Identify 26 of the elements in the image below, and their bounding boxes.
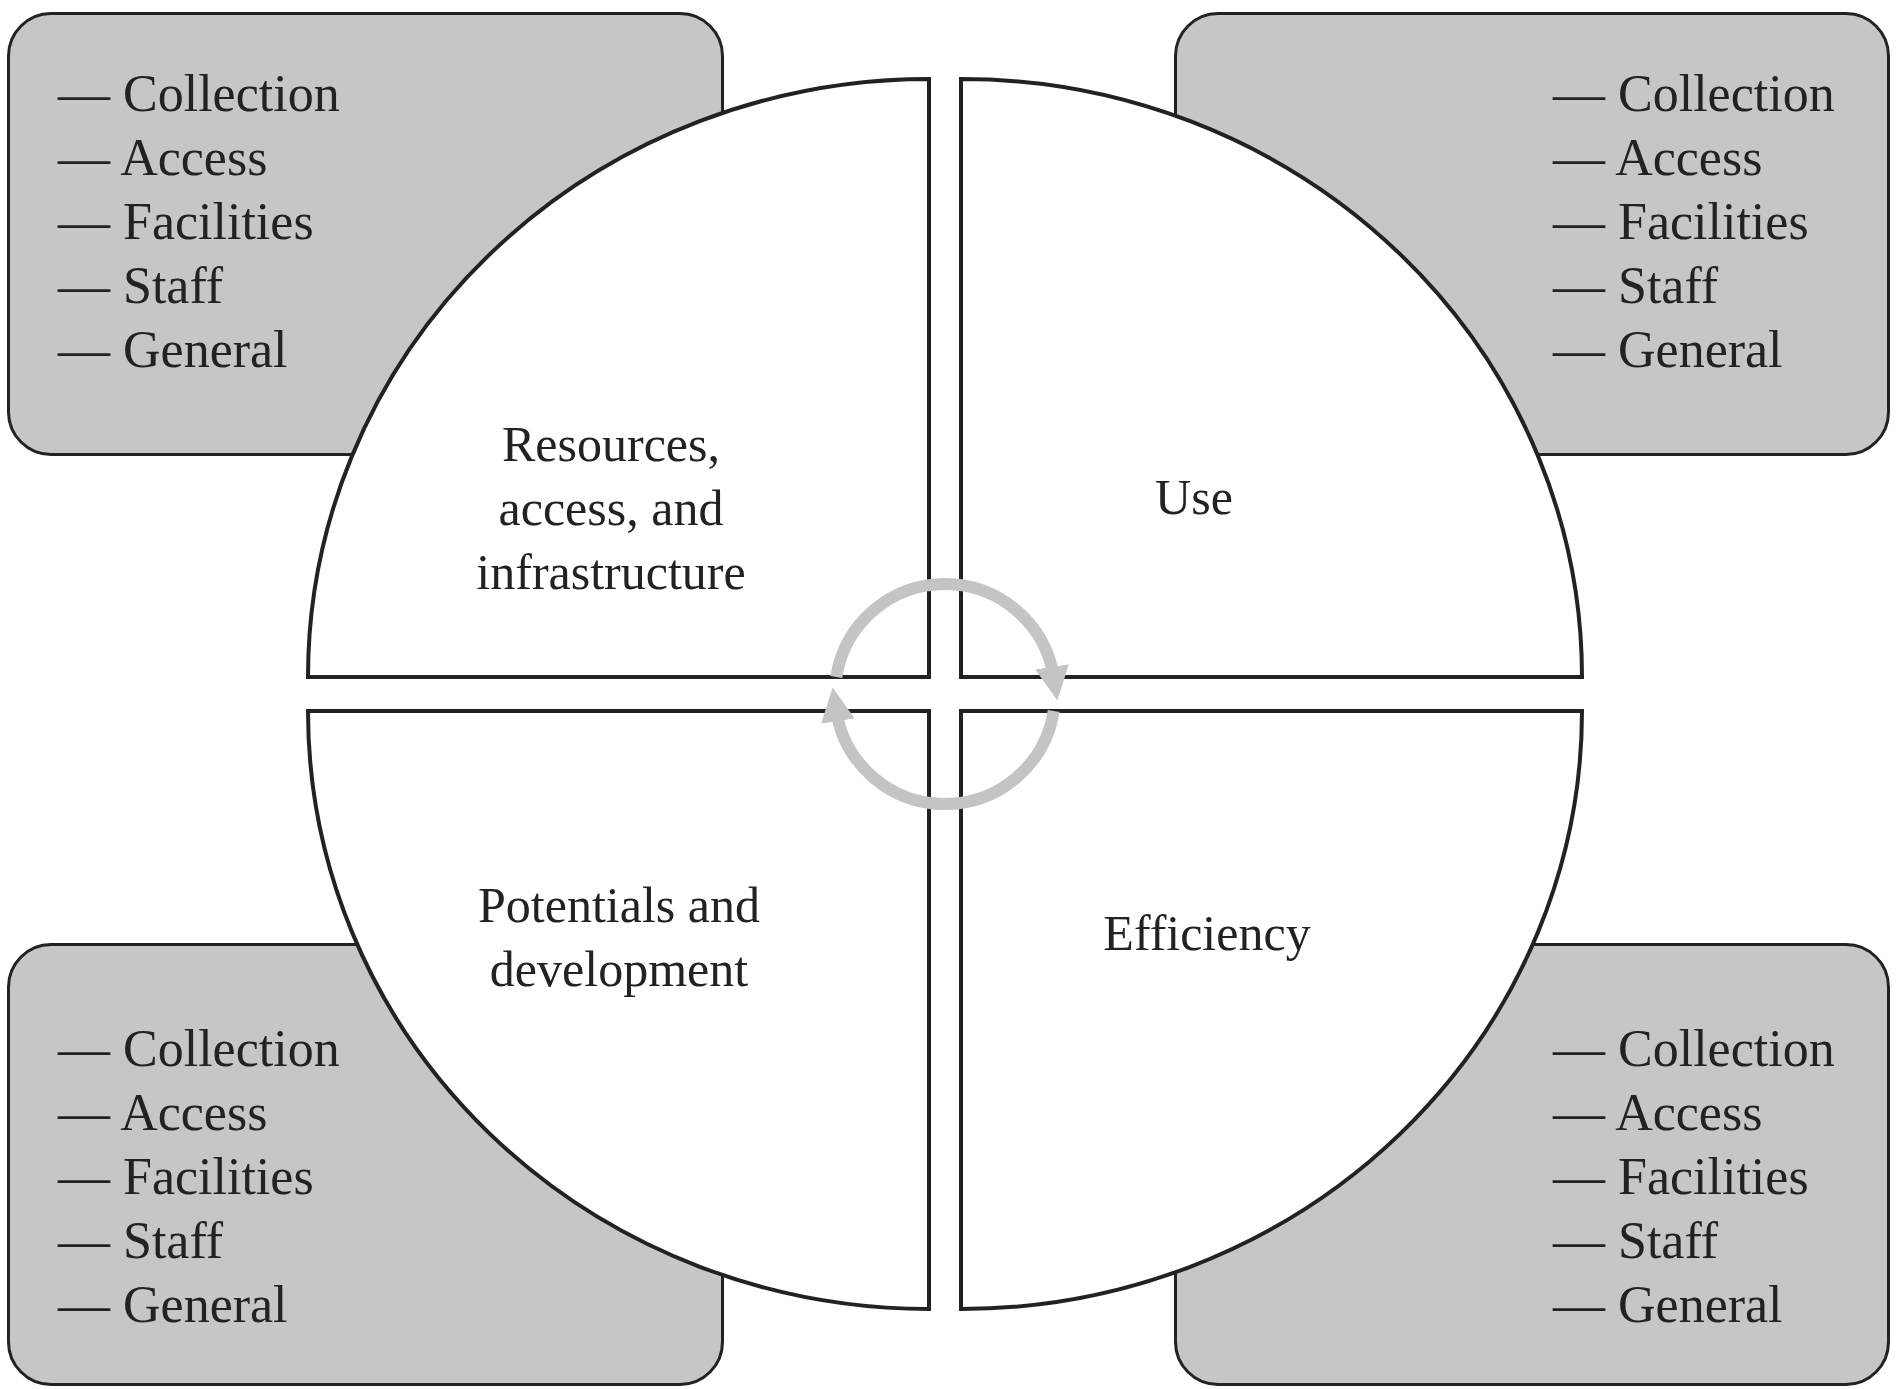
list-item: — General [1553,1275,1783,1335]
quadrant-label: Use [1154,468,1234,527]
list-item: — Staff [58,1211,224,1271]
quadrant-label: Resources, access, and infrastructure [475,415,747,602]
list-item: — Staff [1553,256,1719,316]
list-item: — Staff [1553,1211,1719,1271]
list-item: — Facilities [58,192,314,252]
list-item: — Access [58,128,268,188]
list-item: — Collection [1553,1019,1835,1079]
quadrant-label: Efficiency [1102,904,1312,963]
list-item: — Facilities [58,1147,314,1207]
cycle-arrow [821,687,1060,810]
list-item: — Collection [58,1019,340,1079]
quadrant-label: Potentials and development [477,876,761,999]
list-item: — General [1553,320,1783,380]
list-item: — Facilities [1553,192,1809,252]
cycle-arrow [830,578,1069,701]
list-item: — Collection [58,64,340,124]
list-item: — Access [58,1083,268,1143]
list-item: — General [58,1275,288,1335]
list-item: — Staff [58,256,224,316]
list-item: — Access [1553,1083,1763,1143]
list-item: — Facilities [1553,1147,1809,1207]
list-item: — Access [1553,128,1763,188]
list-item: — Collection [1553,64,1835,124]
list-item: — General [58,320,288,380]
